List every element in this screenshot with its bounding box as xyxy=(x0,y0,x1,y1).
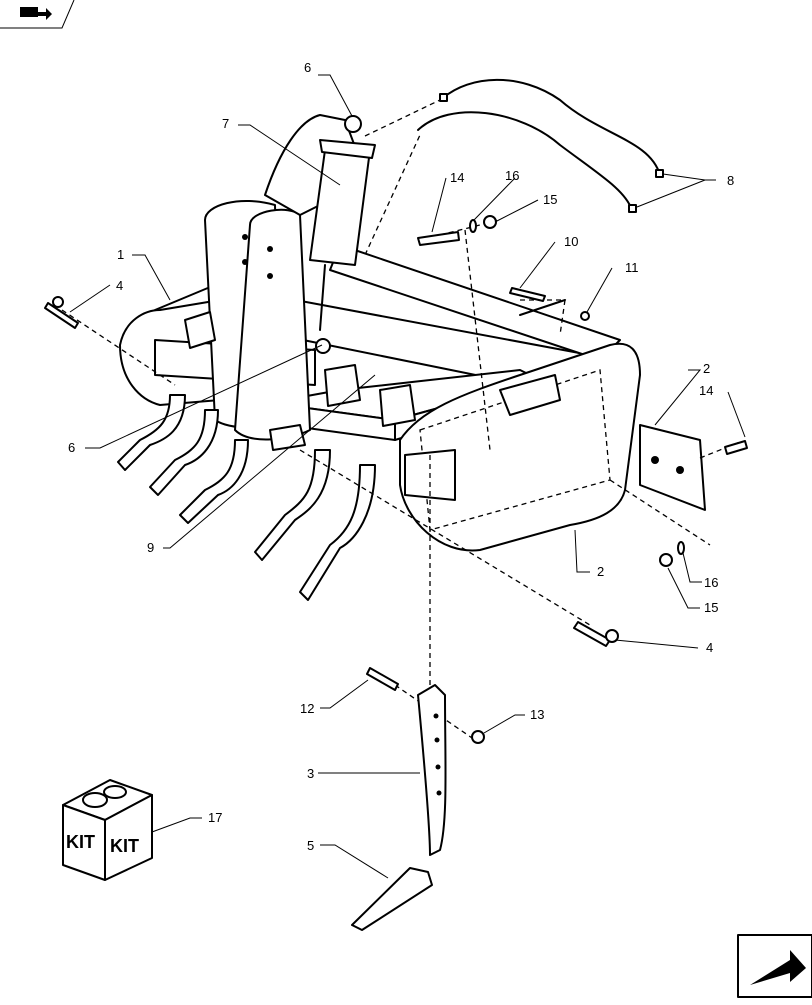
callout-17: 17 xyxy=(208,810,222,825)
kit-label-right: KIT xyxy=(110,836,139,856)
callout-2-right: 2 xyxy=(703,361,710,376)
callout-15-bottom: 15 xyxy=(704,600,718,615)
callout-6-top: 6 xyxy=(304,60,311,75)
next-page-arrow-icon[interactable] xyxy=(737,934,812,998)
callout-7: 7 xyxy=(222,116,229,131)
callout-labels: 6 7 8 14 16 15 10 11 1 4 2 14 6 9 2 16 1… xyxy=(68,60,734,853)
callout-2-bottom: 2 xyxy=(597,564,604,579)
book-stack-icon[interactable] xyxy=(0,0,75,29)
hardware xyxy=(44,215,748,744)
callout-4-bottom: 4 xyxy=(706,640,713,655)
callout-8: 8 xyxy=(727,173,734,188)
callout-9: 9 xyxy=(147,540,154,555)
callout-11: 11 xyxy=(625,260,639,275)
callout-14-top: 14 xyxy=(450,170,464,185)
callout-1: 1 xyxy=(117,247,124,262)
side-plate-right xyxy=(399,342,641,552)
leader-lines xyxy=(69,74,746,879)
callout-14-right: 14 xyxy=(699,383,713,398)
callout-16-top: 16 xyxy=(505,168,519,183)
kit-label-left: KIT xyxy=(66,832,95,852)
callout-15-top: 15 xyxy=(543,192,557,207)
callout-13: 13 xyxy=(530,707,544,722)
mount-plate xyxy=(639,424,706,511)
callout-16-bottom: 16 xyxy=(704,575,718,590)
callout-12: 12 xyxy=(300,701,314,716)
kit-box: KIT KIT xyxy=(62,779,153,881)
callout-6-left: 6 xyxy=(68,440,75,455)
shank-detail xyxy=(351,684,447,931)
shank-assembly xyxy=(117,311,416,601)
hydraulic-hoses xyxy=(364,78,664,256)
callout-5: 5 xyxy=(307,838,314,853)
callout-3: 3 xyxy=(307,766,314,781)
callout-10: 10 xyxy=(564,234,578,249)
hydraulic-cylinder xyxy=(309,115,376,354)
callout-4-left: 4 xyxy=(116,278,123,293)
